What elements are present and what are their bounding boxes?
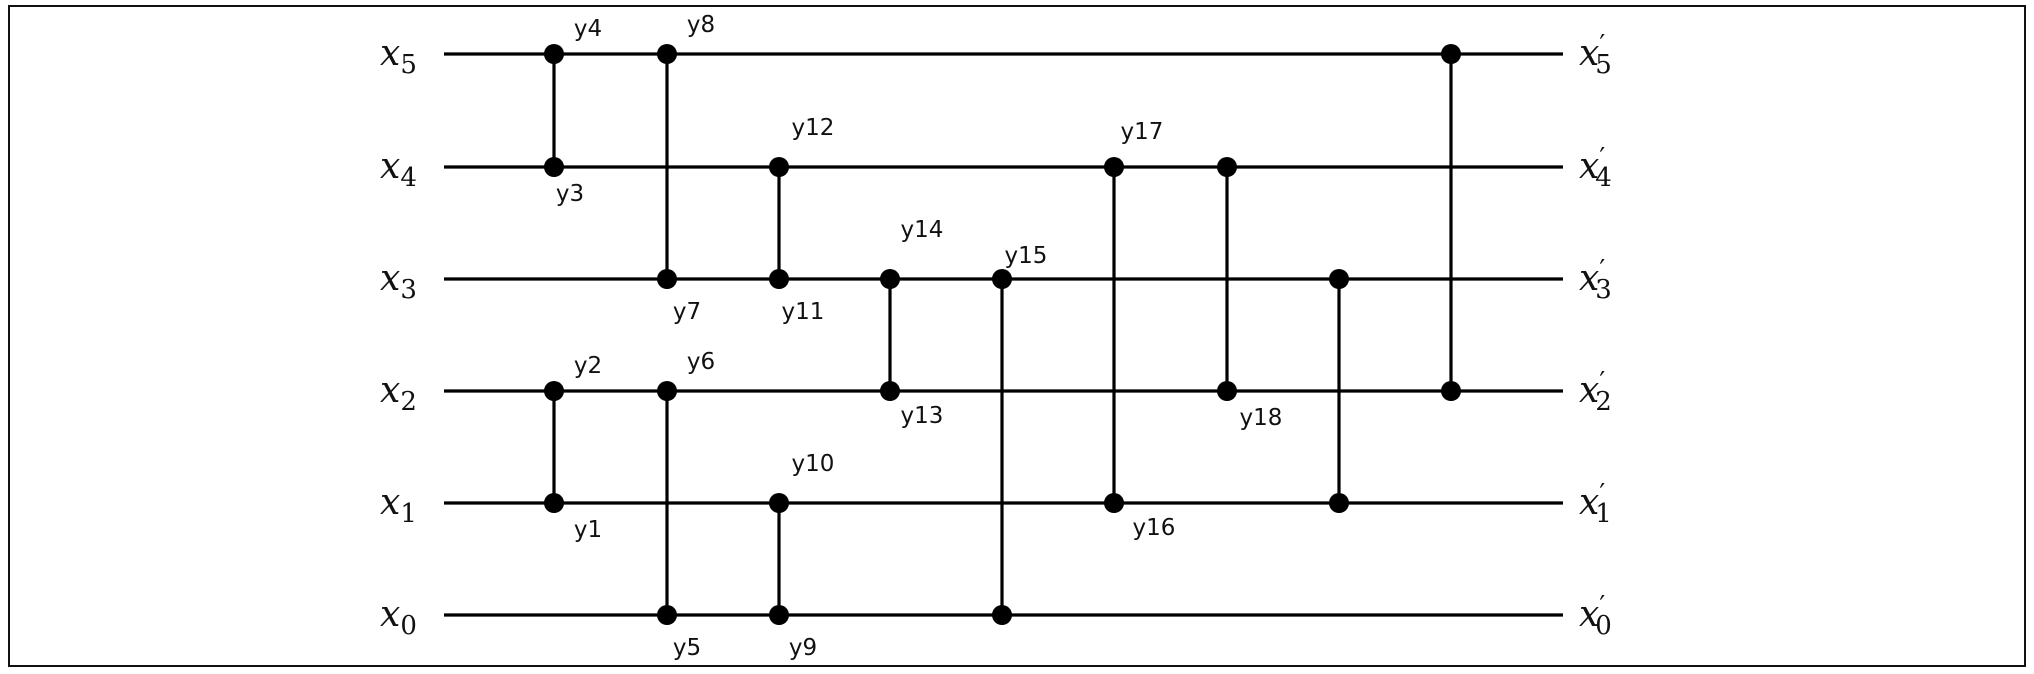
node-label-y17: y17 xyxy=(1121,119,1164,145)
diagram-frame xyxy=(8,5,2026,667)
gate-6-node-x3 xyxy=(769,269,789,289)
gate-2-node-x5 xyxy=(544,44,564,64)
gate-3-node-x2 xyxy=(657,381,677,401)
gate-2-node-x4 xyxy=(544,157,564,177)
gate-6-node-x4 xyxy=(769,157,789,177)
input-label-x4: x4 xyxy=(380,146,417,193)
gate-1-node-x2 xyxy=(544,381,564,401)
node-label-y11: y11 xyxy=(782,299,825,325)
output-label-x4: x′4 xyxy=(1579,143,1612,193)
node-label-y13: y13 xyxy=(901,403,944,429)
gate-11-node-x3 xyxy=(1329,269,1349,289)
output-label-x5: x′5 xyxy=(1579,30,1612,80)
output-label-x2: x′2 xyxy=(1579,367,1612,417)
gate-9-node-x1 xyxy=(1104,493,1124,513)
node-label-y14: y14 xyxy=(901,217,944,243)
labels: x5 x′5 x4 x′4 x3 x′3 x2 x′2 x1 x′1 x0 x′0 y1 y2 y3 y4 y5… xyxy=(380,12,1612,661)
input-label-x1: x1 xyxy=(380,482,417,529)
input-label-x3: x3 xyxy=(380,258,417,305)
gate-4-node-x5 xyxy=(657,44,677,64)
node-label-y1: y1 xyxy=(574,517,602,543)
node-label-y8: y8 xyxy=(687,12,715,38)
gate-7-node-x2 xyxy=(880,381,900,401)
gate-10-node-x4 xyxy=(1217,157,1237,177)
gate-8-node-x3 xyxy=(992,269,1012,289)
node-label-y9: y9 xyxy=(789,635,817,661)
output-label-x1: x′1 xyxy=(1579,479,1612,529)
node-label-y4: y4 xyxy=(574,16,602,42)
node-label-y16: y16 xyxy=(1133,515,1176,541)
node-label-y7: y7 xyxy=(673,299,701,325)
node-label-y5: y5 xyxy=(673,635,701,661)
node-label-y10: y10 xyxy=(792,451,835,477)
gate-5-node-x1 xyxy=(769,493,789,513)
node-label-y12: y12 xyxy=(792,115,835,141)
input-label-x2: x2 xyxy=(380,370,417,417)
input-label-x5: x5 xyxy=(380,33,417,80)
gates xyxy=(544,44,1461,625)
gate-5-node-x0 xyxy=(769,605,789,625)
gate-11-node-x1 xyxy=(1329,493,1349,513)
gate-8-node-x0 xyxy=(992,605,1012,625)
gate-12-node-x5 xyxy=(1441,44,1461,64)
gate-9-node-x4 xyxy=(1104,157,1124,177)
gate-3-node-x0 xyxy=(657,605,677,625)
node-label-y15: y15 xyxy=(1005,243,1048,269)
gate-1-node-x1 xyxy=(544,493,564,513)
gate-10-node-x2 xyxy=(1217,381,1237,401)
node-label-y3: y3 xyxy=(556,181,584,207)
gate-12-node-x2 xyxy=(1441,381,1461,401)
node-label-y2: y2 xyxy=(574,353,602,379)
gate-7-node-x3 xyxy=(880,269,900,289)
gate-4-node-x3 xyxy=(657,269,677,289)
output-label-x3: x′3 xyxy=(1579,255,1612,305)
output-label-x0: x′0 xyxy=(1579,591,1612,641)
node-label-y6: y6 xyxy=(687,349,715,375)
input-label-x0: x0 xyxy=(380,594,417,641)
node-label-y18: y18 xyxy=(1240,405,1283,431)
